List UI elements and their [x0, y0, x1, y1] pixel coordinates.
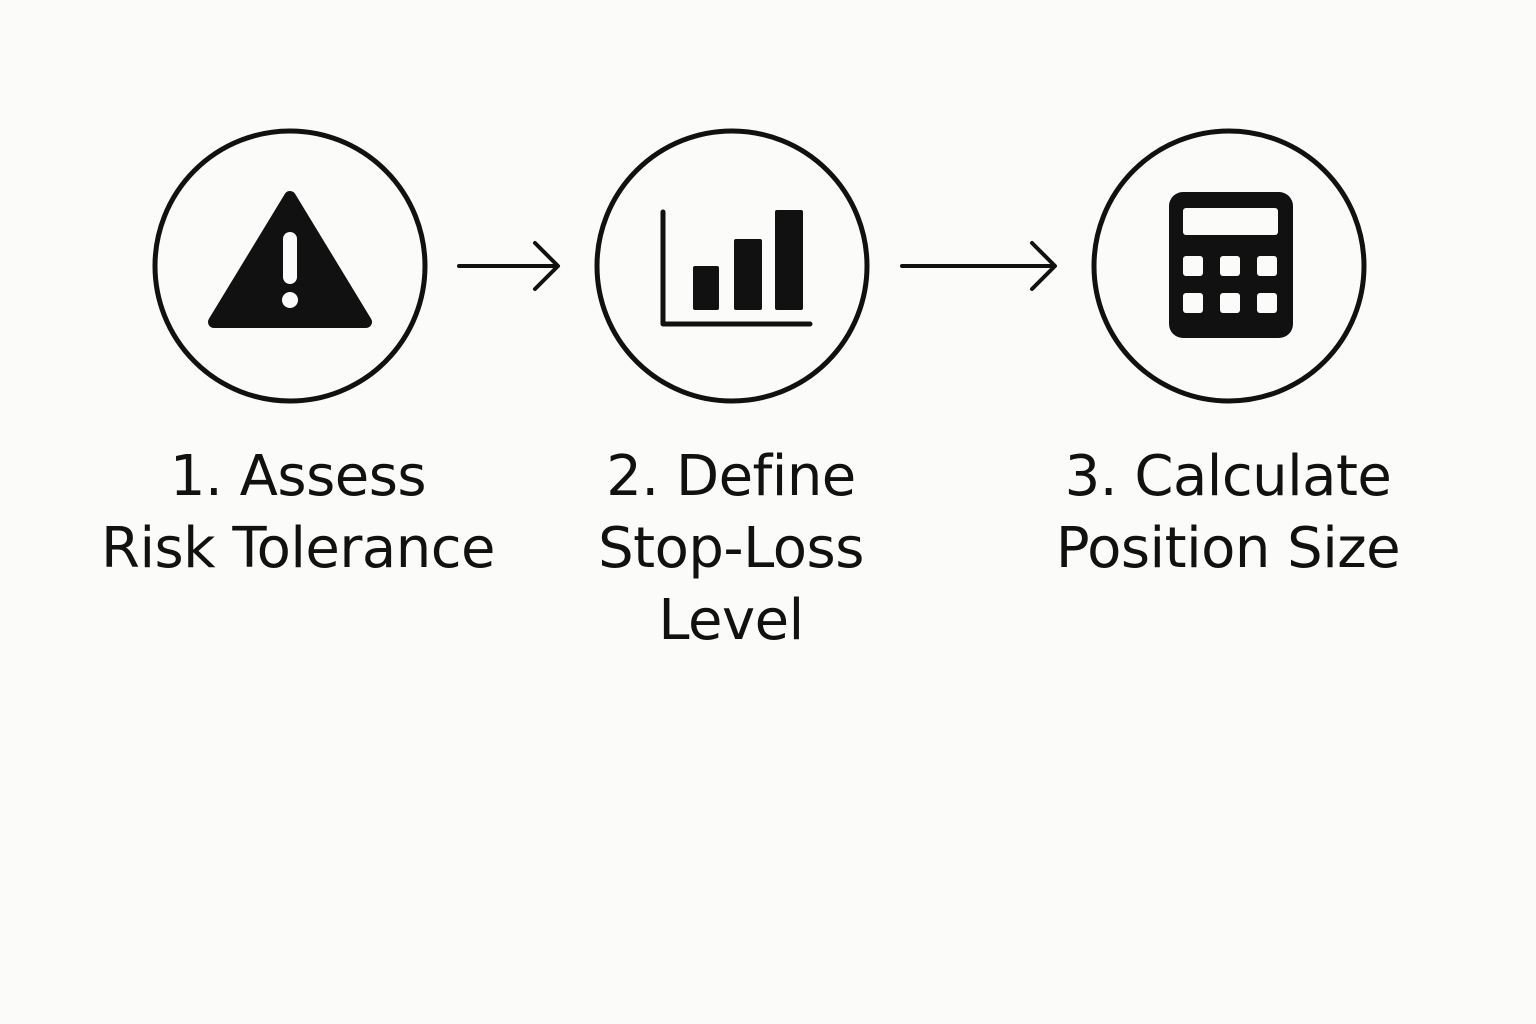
step-3-label: 3. Calculate Position Size: [998, 441, 1458, 585]
step-2-label: 2. Define Stop-Loss Level: [501, 441, 961, 657]
step-2-subtitle-line-1: Stop-Loss: [598, 516, 864, 581]
step-2-node: [594, 128, 870, 404]
warning-triangle-icon: [208, 191, 372, 328]
step-3-subtitle: Position Size: [1055, 516, 1401, 581]
step-3-title: 3. Calculate: [1064, 444, 1392, 509]
arrow-right-icon: [457, 241, 560, 291]
step-2-subtitle-line-2: Level: [658, 588, 804, 653]
step-3-node: [1091, 128, 1367, 404]
calculator-icon: [1169, 192, 1293, 338]
step-1-subtitle: Risk Tolerance: [101, 516, 495, 581]
step-1-label: 1. Assess Risk Tolerance: [68, 441, 528, 585]
bar-chart-icon: [660, 209, 813, 327]
step-1-title: 1. Assess: [169, 444, 427, 509]
arrow-right-icon: [900, 241, 1057, 291]
step-1-node: [152, 128, 428, 404]
step-2-title: 2. Define: [606, 444, 856, 509]
